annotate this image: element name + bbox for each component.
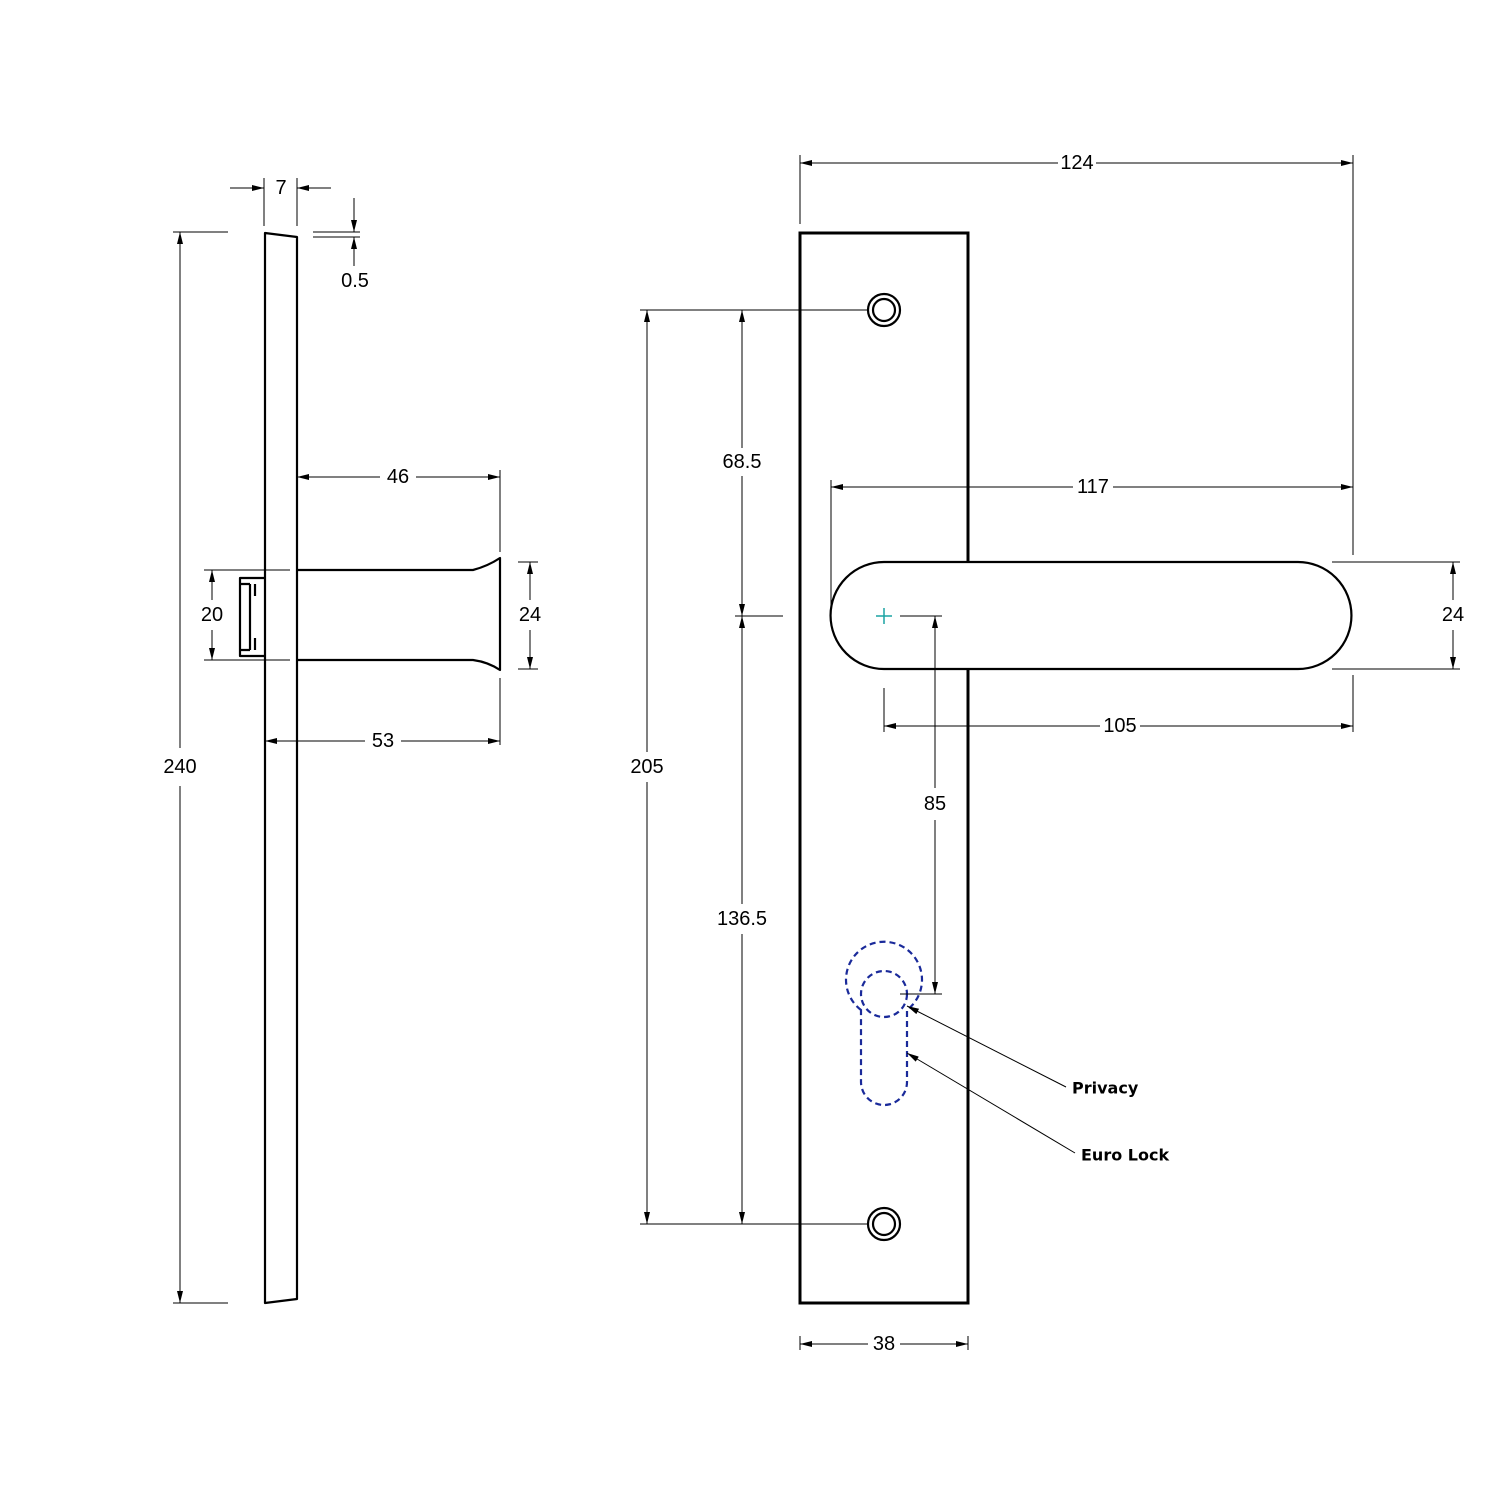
side-view: 7 0.5 240 46 [163,177,541,1305]
dim-spindle-height-label: 20 [201,604,223,626]
dim-lever-span: 117 [830,476,1353,605]
dim-overall-height-label: 240 [163,756,196,778]
front-view: 124 117 24 105 [630,152,1464,1355]
dim-edge-chamfer: 0.5 [313,198,369,292]
dim-backset: 85 [900,615,946,995]
dim-lever-height-label: 24 [1442,604,1464,626]
dim-lever-reach: 105 [883,675,1354,737]
dim-top-fixing-to-spindle: 68.5 [723,310,762,616]
dim-overall-width-label: 124 [1060,152,1093,174]
dim-top-fixing-to-spindle-label: 68.5 [723,451,762,473]
front-plate-outline [798,231,970,1305]
dim-lever-height: 24 [1332,561,1464,670]
dim-plate-thickness-label: 7 [275,177,286,199]
spindle-centre-mark [876,608,892,624]
dim-lever-end-height-label: 24 [519,604,541,626]
top-fixing-hole [866,292,902,328]
dim-backset-label: 85 [924,793,946,815]
dim-overall-height: 240 [163,231,228,1304]
dim-fixing-centres: 205 [630,310,664,1224]
dim-spindle-to-bottom-fixing-label: 136.5 [717,908,767,930]
callout-privacy-label: Privacy [1072,1079,1139,1098]
dim-lever-reach-label: 105 [1103,715,1136,737]
callout-euro-lock: Euro Lock [906,1052,1169,1165]
bottom-fixing-hole [866,1206,902,1242]
callout-euro-lock-label: Euro Lock [1081,1146,1169,1165]
callout-privacy: Privacy [906,1005,1139,1098]
dim-overall-width: 124 [799,152,1354,555]
side-lever-outline [297,556,502,672]
front-lever-outline [829,560,1353,671]
dim-total-depth: 53 [265,678,501,752]
dim-lever-end-height: 24 [518,561,541,670]
dim-fixing-centres-label: 205 [630,756,663,778]
dim-lever-length-label: 46 [387,466,409,488]
dim-plate-thickness: 7 [230,177,331,226]
dim-lever-length: 46 [297,466,501,552]
dim-edge-chamfer-label: 0.5 [341,270,369,292]
dim-lever-span-label: 117 [1077,476,1109,498]
dim-spindle-height: 20 [201,569,290,661]
dim-total-depth-label: 53 [372,730,394,752]
dim-spindle-to-bottom-fixing: 136.5 [717,616,767,1224]
side-spindle-outline [238,576,265,658]
side-plate-outline [263,231,299,1305]
dim-plate-width-label: 38 [873,1333,895,1355]
euro-lock-cutout [844,940,924,1107]
dim-plate-width: 38 [799,1333,969,1355]
